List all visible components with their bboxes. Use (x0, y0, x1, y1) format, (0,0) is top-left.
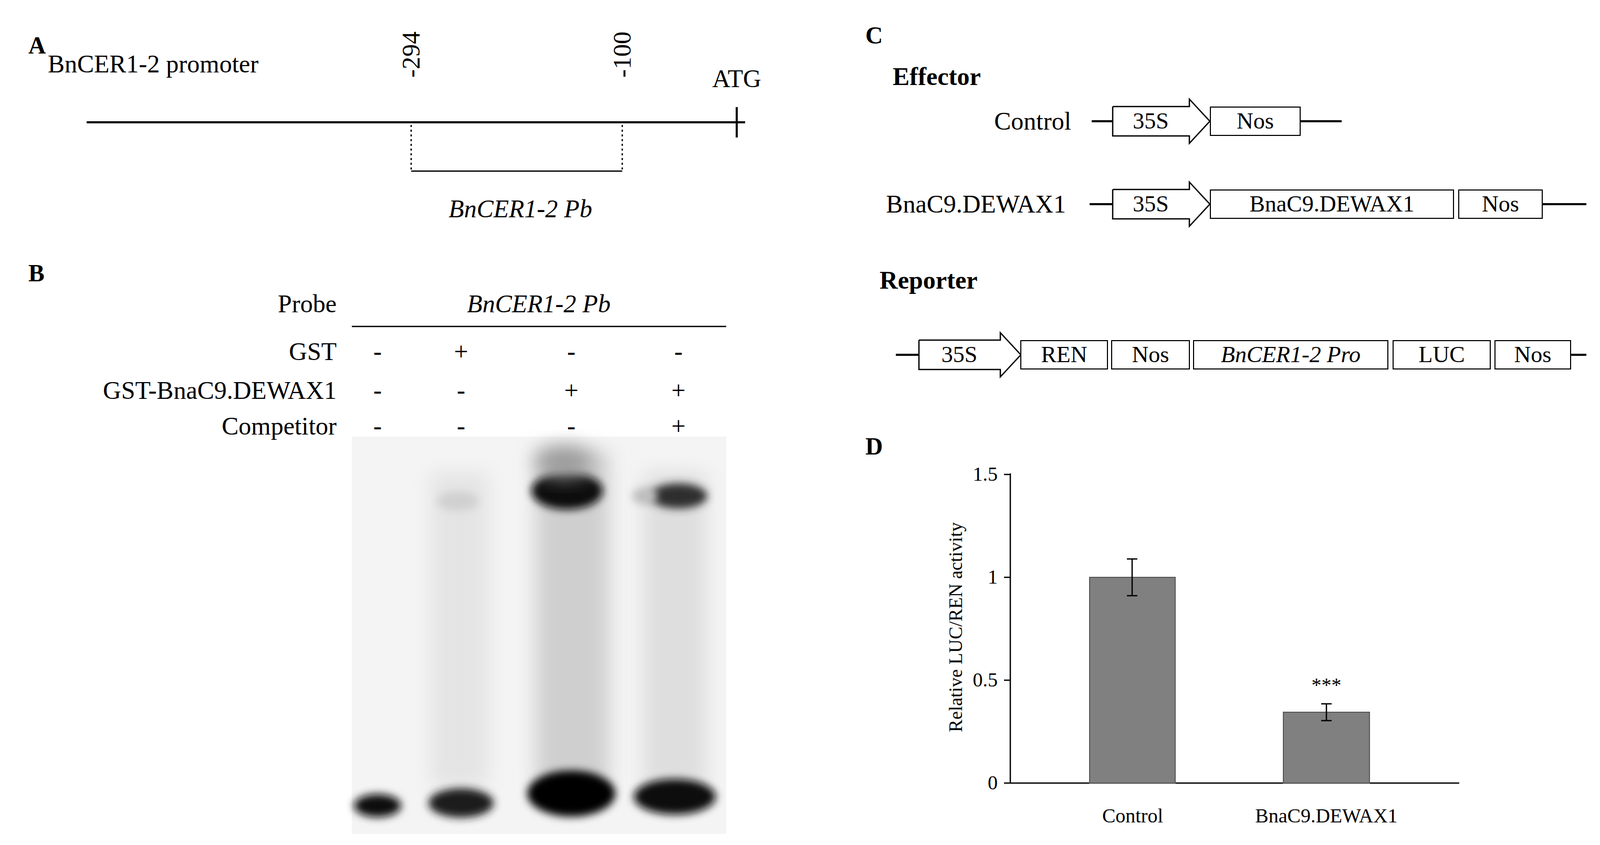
construct-text: BnaC9.DEWAX1 (1249, 192, 1415, 216)
bar-chart (1004, 473, 1460, 784)
y-tick (1004, 577, 1011, 579)
promoter-line (86, 121, 746, 124)
faint-band (436, 492, 479, 511)
gene-box: Nos (1458, 189, 1543, 219)
significance-mark: *** (1311, 675, 1342, 697)
backbone-line (895, 353, 920, 357)
section-heading: Effector (892, 63, 981, 90)
shifted-band (649, 483, 708, 509)
gel-smear (430, 472, 489, 788)
construct-text: Nos (1481, 192, 1520, 216)
y-axis (1009, 473, 1012, 784)
free-probe-band (527, 770, 616, 818)
lane-sign: + (671, 377, 686, 404)
tick-label: 0 (987, 772, 998, 794)
backbone-line (1089, 203, 1114, 206)
y-tick (1004, 680, 1011, 682)
tick-label: 1.5 (973, 464, 999, 486)
gene-box: Nos (1111, 340, 1190, 370)
arrow-shape (918, 332, 1021, 378)
tick-label: 0.5 (973, 670, 999, 692)
gene-box: LUC (1392, 340, 1491, 370)
construct-text: REN (1041, 343, 1088, 367)
arrow-shape (1112, 99, 1210, 144)
bar (1283, 712, 1370, 784)
atg-tick (735, 107, 738, 138)
promoter-arrow: 35S (1112, 98, 1211, 144)
header-line (351, 326, 727, 328)
gene-box: Nos (1209, 106, 1301, 137)
category-label: Control (1102, 806, 1164, 828)
faint-band (632, 487, 658, 505)
construct-text: 35S (941, 343, 978, 367)
construct-label: BnaC9.DEWAX1 (885, 191, 1066, 218)
vector-backbone (895, 121, 1587, 355)
probe-bound (621, 124, 624, 172)
promoter-arrow: 35S (918, 332, 1022, 378)
lane-sign: + (563, 377, 579, 404)
backbone-line (1570, 353, 1587, 357)
lane-sign: + (453, 338, 468, 365)
free-probe-band (428, 788, 494, 819)
panel-letter: D (865, 434, 883, 460)
lane-sign: - (674, 338, 683, 365)
panel-letter: C (865, 23, 883, 49)
row-label: GST-BnaC9.DEWAX1 (102, 377, 337, 404)
row-label: Competitor (221, 413, 337, 440)
lane-sign: - (567, 338, 576, 365)
position-label: -100 (609, 31, 636, 78)
probe-bracket (411, 170, 623, 173)
construct-text: 35S (1132, 109, 1169, 133)
section-heading: Reporter (879, 267, 978, 294)
x-axis (1010, 782, 1460, 785)
backbone-line (1299, 120, 1342, 123)
construct-text: BnCER1-2 Pro (1220, 343, 1361, 367)
backbone-line (1091, 120, 1114, 123)
construct-label: Control (994, 108, 1072, 135)
lane-sign: - (373, 338, 382, 365)
backbone-line (1541, 203, 1587, 206)
free-probe-band (633, 779, 716, 815)
y-tick (1004, 474, 1011, 476)
gel-smear (643, 472, 707, 788)
lane-sign: - (567, 413, 576, 440)
lane-sign: - (373, 377, 382, 404)
row-label: Probe (277, 290, 337, 318)
promoter-map (86, 107, 746, 172)
gene-box: REN (1020, 340, 1108, 370)
position-label: -294 (398, 31, 425, 78)
promoter-title: BnCER1-2 promoter (47, 50, 259, 78)
probe-label: BnCER1-2 Pb (466, 290, 611, 318)
panel-letter: A (28, 33, 46, 59)
row-label: GST (288, 338, 337, 365)
promoter-arrow: 35S (1112, 181, 1211, 227)
panel-letter: B (28, 260, 45, 287)
gene-box: BnCER1-2 Pro (1193, 340, 1389, 370)
construct-text: Nos (1236, 109, 1274, 133)
y-tick (1004, 782, 1011, 785)
arrow-shape (1112, 182, 1210, 227)
gel-background (351, 436, 727, 835)
lane-sign: - (373, 413, 382, 440)
shifted-smear (535, 446, 594, 478)
construct-text: Nos (1514, 343, 1552, 367)
free-probe-band (353, 794, 402, 818)
lane-sign: + (671, 413, 686, 440)
gene-box: BnaC9.DEWAX1 (1209, 189, 1455, 219)
bar (1089, 577, 1176, 784)
tick-label: 1 (987, 567, 998, 589)
category-label: BnaC9.DEWAX1 (1255, 806, 1398, 828)
error-bar (1126, 559, 1332, 721)
gene-box: Nos (1494, 340, 1572, 370)
probe-bound (410, 124, 413, 172)
probe-label: BnCER1-2 Pb (448, 195, 592, 223)
lane-sign: - (456, 413, 466, 440)
construct-text: LUC (1418, 343, 1466, 367)
construct-text: Nos (1132, 343, 1170, 367)
construct-text: 35S (1132, 192, 1169, 216)
emsa-gel (351, 436, 727, 835)
start-codon-label: ATG (712, 65, 761, 92)
axis-title: Relative LUC/REN activity (946, 522, 967, 733)
lane-sign: - (456, 377, 466, 404)
